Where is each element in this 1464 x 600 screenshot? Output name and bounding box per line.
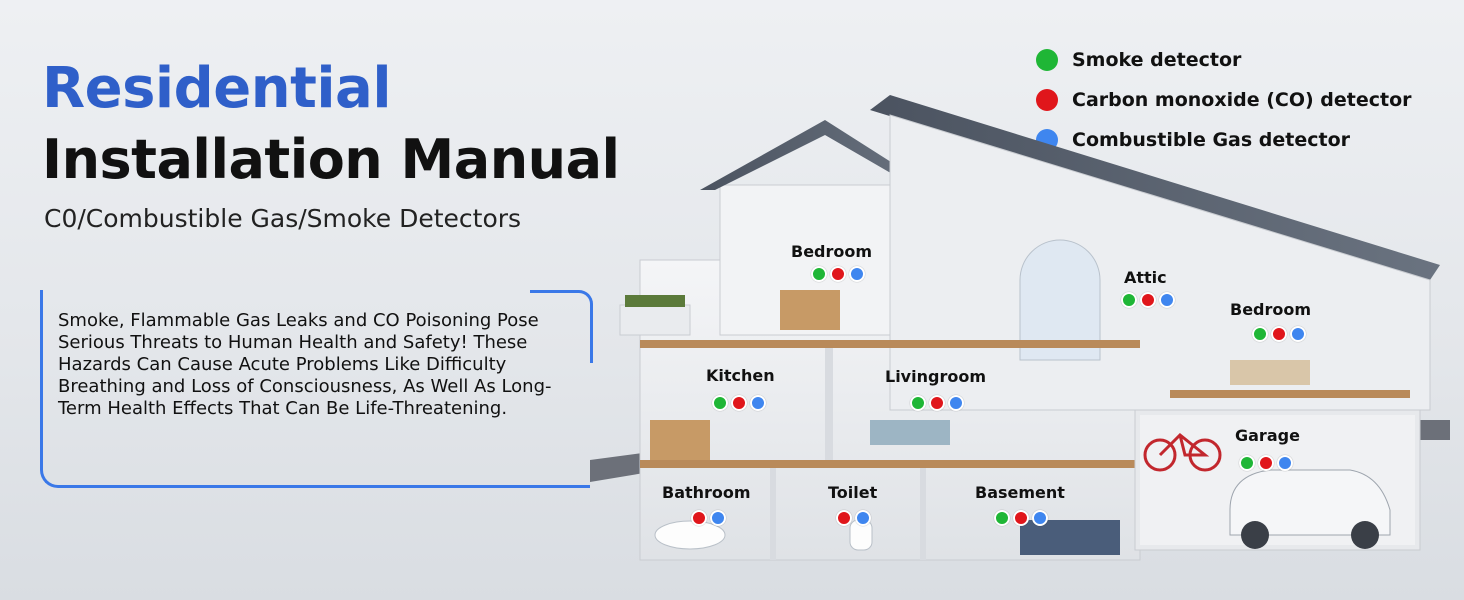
legend-label: Smoke detector [1072,49,1242,71]
gas-detector-icon [750,395,766,411]
smoke-detector-icon [1252,326,1268,342]
gas-detector-icon [855,510,871,526]
arched-window [1019,239,1101,361]
legend-item-smoke: Smoke detector [1036,40,1412,80]
gas-detector-icon [1032,510,1048,526]
detectors-kitchen [712,395,766,411]
co-detector-icon [731,395,747,411]
info-text: Smoke, Flammable Gas Leaks and CO Poison… [58,310,552,419]
detectors-garage [1239,455,1293,471]
subtitle: C0/Combustible Gas/Smoke Detectors [44,204,522,233]
gas-detector-icon [1290,326,1306,342]
room-label-toilet: Toilet [828,483,878,502]
gas-detector-icon [1159,292,1175,308]
room-label-bedroom-2: Bedroom [1230,300,1312,319]
co-detector-icon [1271,326,1287,342]
detectors-toilet [836,510,871,526]
smoke-detector-icon [910,395,926,411]
co-detector-icon [1140,292,1156,308]
smoke-detector-icon [712,395,728,411]
room-label-attic: Attic [1124,268,1167,287]
storage-boxes [1020,520,1120,555]
room-label-bathroom: Bathroom [662,483,751,502]
detectors-basement [994,510,1048,526]
co-detector-icon [1013,510,1029,526]
smoke-detector-icon [811,266,827,282]
room-label-livingroom: Livingroom [885,367,986,386]
room-label-bedroom: Bedroom [791,242,873,261]
detectors-bedroom [811,266,865,282]
attic-bed [1230,360,1310,385]
bathtub [654,520,726,550]
legend-label: Combustible Gas detector [1072,129,1351,151]
detectors-bedroom-2 [1252,326,1306,342]
gas-detector-icon [948,395,964,411]
attic-section [889,114,1431,411]
legend-item-co: Carbon monoxide (CO) detector [1036,80,1412,120]
co-detector-icon [929,395,945,411]
gas-detector-icon [1277,455,1293,471]
floor-2 [640,460,1140,468]
co-detector-icon [830,266,846,282]
legend-label: Carbon monoxide (CO) detector [1072,89,1412,111]
detectors-attic [1121,292,1175,308]
sofa [870,420,950,445]
detectors-livingroom [910,395,964,411]
co-detector-icon [836,510,852,526]
smoke-detector-icon [1239,455,1255,471]
bunk-bed [780,290,840,330]
main-roof [870,95,1440,280]
floor-1 [640,340,1140,348]
title-residential: Residential [42,56,392,121]
smoke-detector-icon [1121,292,1137,308]
title-installation-manual: Installation Manual [42,128,620,191]
gas-detector-icon [710,510,726,526]
smoke-dot-icon [1036,49,1058,71]
room-label-kitchen: Kitchen [706,366,775,385]
kitchen-counter [650,420,710,460]
smoke-detector-icon [994,510,1010,526]
info-box-frame [40,290,593,488]
co-dot-icon [1036,89,1058,111]
room-label-garage: Garage [1235,426,1300,445]
co-detector-icon [691,510,707,526]
car [1229,469,1391,536]
attic-floor [1170,390,1410,398]
detectors-bathroom [691,510,726,526]
ground-left [590,452,650,482]
legend: Smoke detector Carbon monoxide (CO) dete… [1036,40,1412,160]
co-detector-icon [1258,455,1274,471]
room-label-basement: Basement [975,483,1065,502]
gas-detector-icon [849,266,865,282]
